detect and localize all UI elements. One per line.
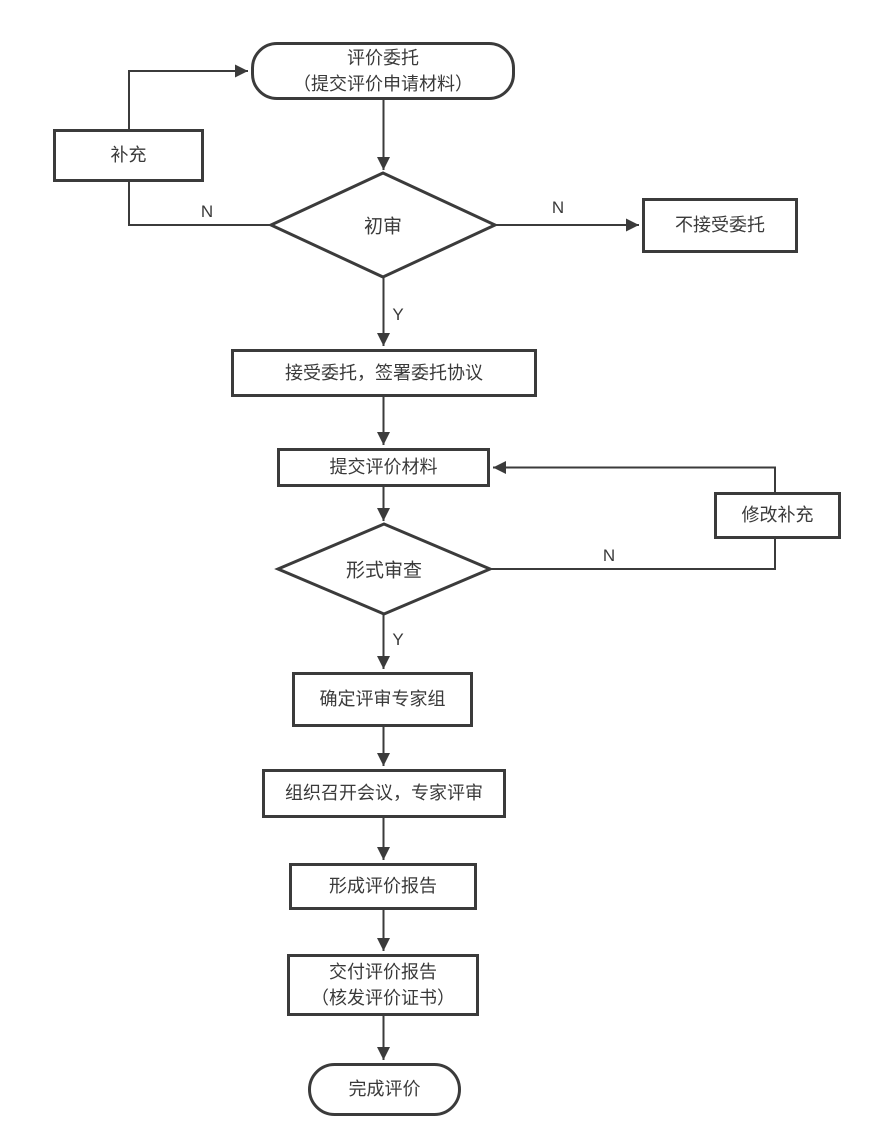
- node-end: 完成评价: [308, 1063, 461, 1116]
- node-expert-group: 确定评审专家组: [292, 672, 473, 727]
- node-accept: 接受委托，签署委托协议: [231, 349, 537, 397]
- node-supplement: 补充: [53, 129, 204, 182]
- node-end-label: 完成评价: [348, 1079, 421, 1100]
- edge-label-preliminary-n-right: N: [551, 198, 565, 217]
- node-meeting-label: 组织召开会议，专家评审: [285, 783, 483, 804]
- node-preliminary-review-label: 初审: [363, 216, 403, 238]
- node-meeting: 组织召开会议，专家评审: [262, 769, 506, 818]
- node-reject: 不接受委托: [642, 198, 798, 253]
- node-start: 评价委托 （提交评价申请材料）: [251, 42, 515, 100]
- node-deliver: 交付评价报告 （核发评价证书）: [287, 954, 479, 1016]
- node-modify: 修改补充: [714, 492, 841, 539]
- node-deliver-label-line2: （核发评价证书）: [311, 988, 455, 1008]
- edge-label-formal-n: N: [602, 546, 616, 565]
- decision-formal-review-shape: [274, 522, 494, 616]
- node-modify-label: 修改补充: [741, 505, 814, 526]
- node-formal-review-label: 形式审查: [345, 560, 423, 582]
- node-deliver-label-line1: 交付评价报告: [329, 961, 437, 982]
- node-start-label-line1: 评价委托: [347, 47, 419, 68]
- node-start-label-line2: （提交评价申请材料）: [293, 74, 473, 94]
- node-submit-label: 提交评价材料: [329, 457, 438, 478]
- edge-label-preliminary-y: Y: [392, 305, 404, 324]
- node-report: 形成评价报告: [289, 863, 477, 910]
- node-reject-label: 不接受委托: [675, 215, 765, 236]
- node-accept-label: 接受委托，签署委托协议: [285, 362, 483, 383]
- edge-label-formal-y: Y: [392, 630, 404, 649]
- decision-preliminary-review-shape: [267, 171, 499, 279]
- node-submit: 提交评价材料: [277, 448, 490, 487]
- node-report-label: 形成评价报告: [329, 876, 437, 897]
- node-supplement-label: 补充: [110, 145, 147, 166]
- edge-label-preliminary-n-left: N: [200, 202, 214, 221]
- node-expert-group-label: 确定评审专家组: [319, 689, 446, 710]
